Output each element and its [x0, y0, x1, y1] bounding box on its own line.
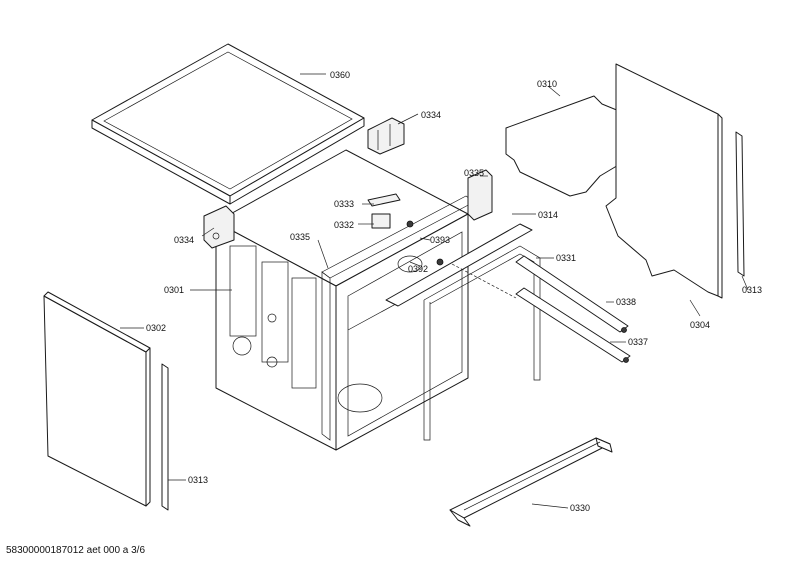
leader-lines: [120, 73, 749, 509]
label-0302: 0302: [146, 323, 166, 333]
label-0314: 0314: [538, 210, 558, 220]
label-0304: 0304: [690, 320, 710, 330]
label-0301: 0301: [164, 285, 184, 295]
document-id: 58300000187012 aet 000 a 3/6: [6, 545, 146, 556]
part-labels: 0360 0334 0310 0335 0333 0332 0314 0393 …: [146, 70, 762, 513]
part-hinge-right: [467, 169, 493, 221]
label-0310: 0310: [537, 79, 557, 89]
part-side-panel-left: [43, 291, 151, 507]
part-trim-strip-right: [735, 131, 745, 277]
label-0337: 0337: [628, 337, 648, 347]
part-latch: [367, 193, 444, 266]
part-worktop-cover: [91, 43, 365, 205]
label-0333: 0333: [334, 199, 354, 209]
label-0334-left: 0334: [174, 235, 194, 245]
part-tube-frame: [385, 223, 541, 441]
label-0332: 0332: [334, 220, 354, 230]
label-0330: 0330: [570, 503, 590, 513]
label-0335-top: 0335: [464, 168, 484, 178]
label-0360: 0360: [330, 70, 350, 80]
part-hinge-left: [203, 205, 235, 249]
part-side-panel-right: [605, 63, 723, 299]
label-0313-left: 0313: [188, 475, 208, 485]
label-0392: 0392: [408, 264, 428, 274]
part-rails: [451, 255, 631, 363]
label-0313-right: 0313: [742, 285, 762, 295]
label-0393: 0393: [430, 235, 450, 245]
label-0334-top: 0334: [421, 110, 441, 120]
part-trim-strip-left: [161, 363, 169, 511]
label-0338: 0338: [616, 297, 636, 307]
part-cabinet-body: [215, 149, 475, 451]
label-0331: 0331: [556, 253, 576, 263]
part-bracket-top: [367, 117, 405, 155]
label-0335-left: 0335: [290, 232, 310, 242]
part-base-tray: [449, 437, 613, 527]
